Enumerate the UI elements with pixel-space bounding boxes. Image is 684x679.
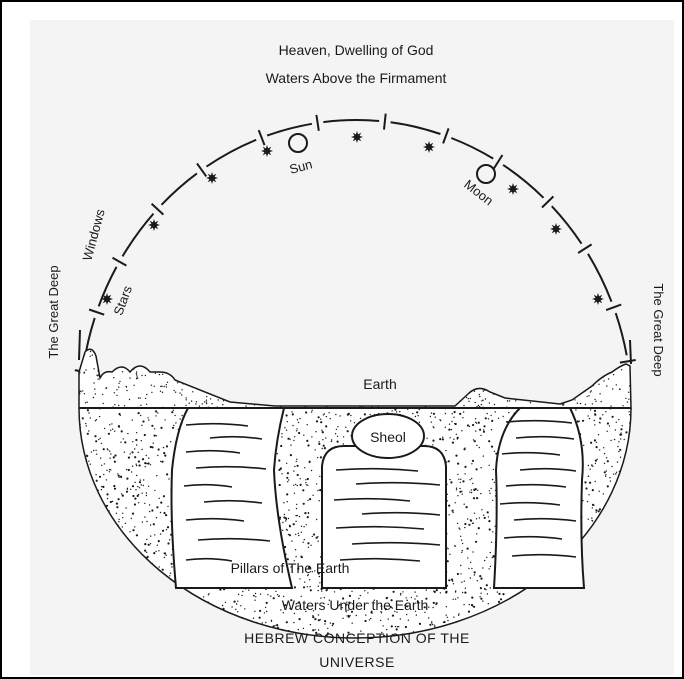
pillars-label: Pillars of The Earth <box>231 560 350 576</box>
star-icon <box>507 183 519 195</box>
star-icon <box>550 223 562 235</box>
sheol-label: Sheol <box>370 429 406 445</box>
star-icon <box>101 293 113 305</box>
star-icon <box>351 131 363 143</box>
heaven-label: Heaven, Dwelling of God <box>279 42 434 58</box>
great-deep-left-label: The Great Deep <box>46 265 61 358</box>
star-icon <box>423 141 435 153</box>
star-icon <box>592 293 604 305</box>
star-icon <box>261 145 273 157</box>
right-pillar <box>494 408 584 588</box>
firmament-segment <box>630 340 631 364</box>
earth-label: Earth <box>363 376 396 392</box>
firmament-segment <box>79 330 80 360</box>
waters-under-label: Waters Under the Earth <box>282 597 429 613</box>
star-icon <box>148 219 160 231</box>
waters-above-label: Waters Above the Firmament <box>266 70 447 86</box>
caption-line-1: HEBREW CONCEPTION OF THE <box>244 630 470 646</box>
great-deep-right-label: The Great Deep <box>651 283 666 376</box>
star-icon <box>206 172 218 184</box>
caption-line-2: UNIVERSE <box>319 654 395 670</box>
